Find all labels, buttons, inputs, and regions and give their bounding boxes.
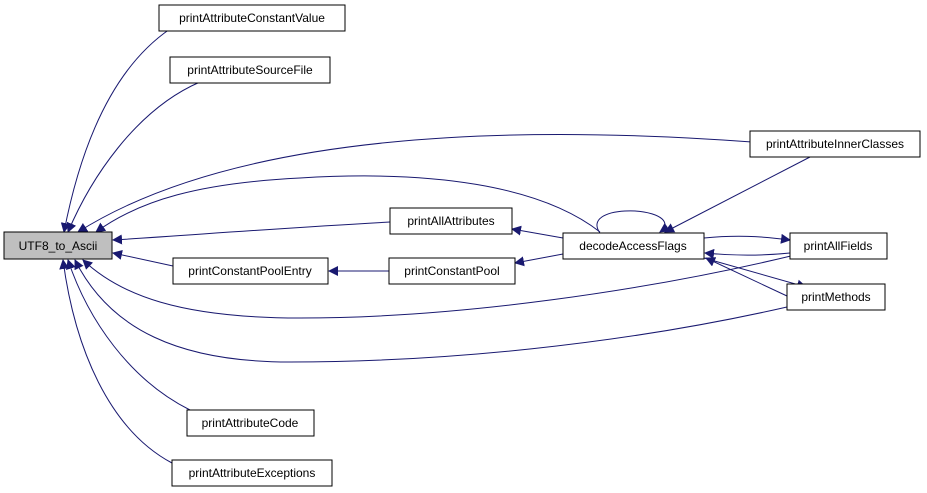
- edge-decode-flags-to-all-fields: [703, 233, 791, 244]
- node-label: UTF8_to_Ascii: [19, 239, 98, 253]
- edge-source-file-to-utf8: [66, 81, 201, 233]
- node-print-all-fields[interactable]: printAllFields: [789, 232, 888, 260]
- node-label: printAttributeSourceFile: [187, 63, 313, 77]
- edge-constant-pool-entry-to-utf8: [112, 250, 174, 267]
- node-print-methods[interactable]: printMethods: [786, 283, 886, 311]
- edge-decode-flags-to-constant-pool: [514, 253, 564, 267]
- edge-decode-flags-self-loop: [596, 210, 671, 234]
- node-label: printAttributeInnerClasses: [766, 137, 904, 151]
- edge-methods-to-decode-flags: [705, 257, 788, 297]
- node-print-constant-pool-entry[interactable]: printConstantPoolEntry: [172, 257, 329, 285]
- nodes: UTF8_to_Ascii printAttributeConstantValu…: [3, 4, 921, 487]
- node-utf8-to-ascii[interactable]: UTF8_to_Ascii: [3, 231, 113, 260]
- node-print-attribute-constant-value[interactable]: printAttributeConstantValue: [158, 4, 346, 32]
- edge-all-fields-to-utf8: [82, 254, 796, 319]
- edge-methods-to-utf8: [74, 259, 788, 363]
- edge-attribute-code-to-utf8: [66, 259, 191, 411]
- node-print-all-attributes[interactable]: printAllAttributes: [389, 207, 513, 235]
- node-label: printAttributeCode: [202, 416, 299, 430]
- node-print-constant-pool[interactable]: printConstantPool: [388, 257, 516, 285]
- node-print-attribute-inner-classes[interactable]: printAttributeInnerClasses: [749, 130, 921, 158]
- node-print-attribute-source-file[interactable]: printAttributeSourceFile: [169, 56, 331, 84]
- edge-decode-flags-to-all-attributes: [511, 225, 564, 239]
- node-print-attribute-code[interactable]: printAttributeCode: [186, 409, 315, 437]
- edge-inner-classes-to-decode-flags: [664, 156, 811, 233]
- edge-all-attributes-to-utf8: [112, 221, 391, 245]
- node-label: decodeAccessFlags: [579, 239, 686, 253]
- node-label: printAttributeExceptions: [189, 466, 316, 480]
- node-label: printConstantPool: [404, 264, 499, 278]
- node-label: printAllFields: [804, 239, 873, 253]
- node-label: printAllAttributes: [407, 214, 494, 228]
- edge-constant-value-to-utf8: [60, 28, 171, 233]
- node-print-attribute-exceptions[interactable]: printAttributeExceptions: [171, 459, 333, 487]
- node-label: printMethods: [801, 290, 870, 304]
- node-label: printAttributeConstantValue: [179, 11, 325, 25]
- node-label: printConstantPoolEntry: [188, 264, 311, 278]
- edges: [59, 28, 811, 464]
- edge-decode-flags-to-utf8: [95, 175, 601, 233]
- edge-attribute-exceptions-to-utf8: [59, 259, 173, 464]
- edge-all-fields-to-decode-flags: [704, 248, 791, 259]
- edge-inner-classes-to-utf8: [77, 134, 753, 233]
- edge-decode-flags-to-methods: [703, 257, 807, 290]
- node-decode-access-flags[interactable]: decodeAccessFlags: [562, 232, 705, 260]
